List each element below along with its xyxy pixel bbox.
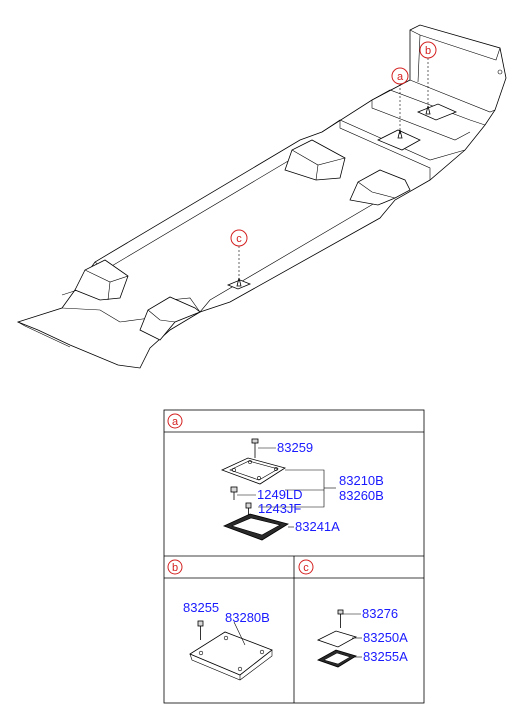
- callout-c[interactable]: c: [230, 229, 248, 247]
- part-number-1243JF: 1243JF: [258, 501, 301, 516]
- screw-1243JF-icon: [245, 502, 252, 515]
- cover-83280B-icon: [189, 631, 273, 681]
- callout-a[interactable]: a: [391, 67, 409, 85]
- panel-a-letter: a: [172, 416, 179, 428]
- panel-c-header: c: [298, 559, 314, 575]
- part-number-83241A: 83241A: [295, 519, 340, 534]
- panel-c: c 83276 83250A 83255A: [298, 559, 408, 668]
- screw-1249LD-icon: [230, 486, 238, 500]
- part-number-83255: 83255: [183, 600, 219, 615]
- seal-83255A-icon: [317, 649, 357, 668]
- part-number-1249LD: 1249LD: [257, 487, 303, 502]
- callout-a-label: a: [397, 71, 404, 83]
- callout-b[interactable]: b: [419, 41, 437, 59]
- part-number-83276: 83276: [362, 606, 398, 621]
- callout-b-label: b: [425, 45, 431, 57]
- part-number-83210B: 83210B: [339, 473, 384, 488]
- panel-a-header: a: [167, 413, 183, 429]
- part-number-83259: 83259: [277, 440, 313, 455]
- bolt-83259-icon: [251, 438, 259, 458]
- part-number-83280B: 83280B: [225, 610, 270, 625]
- panel-b-header: b: [167, 559, 183, 575]
- part-number-83250A: 83250A: [363, 630, 408, 645]
- part-number-83260B: 83260B: [339, 488, 384, 503]
- screw-83276-icon: [337, 609, 344, 628]
- callout-c-label: c: [236, 233, 242, 245]
- screw-83255-icon: [197, 620, 204, 640]
- panel-a: a: [167, 413, 384, 541]
- seal-83241A-icon: [222, 513, 290, 541]
- panel-b-letter: b: [172, 562, 178, 574]
- panel-c-letter: c: [303, 562, 309, 574]
- cover-plate-83210B-icon: [220, 457, 286, 485]
- detail-table: [163, 409, 425, 704]
- panel-b: b 83255 83280B: [167, 559, 273, 681]
- floor-carpet-illustration: [16, 24, 507, 369]
- part-number-83255A: 83255A: [363, 649, 408, 664]
- cover-83250A-icon: [316, 630, 358, 648]
